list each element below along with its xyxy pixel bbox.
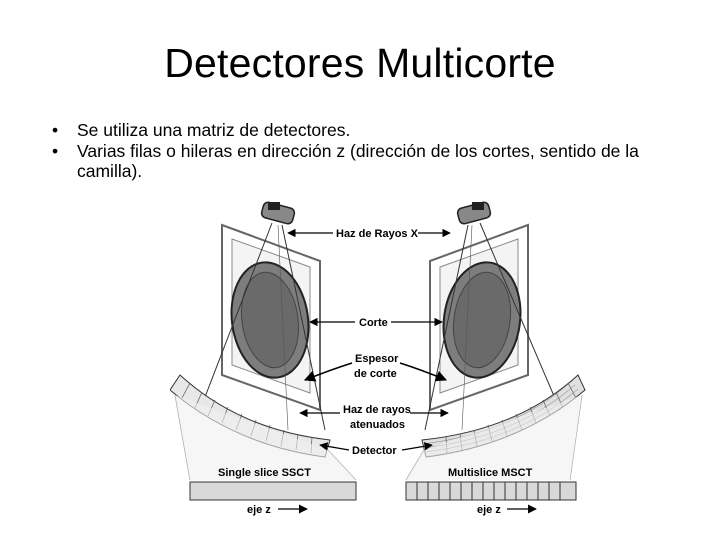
bullet-item: • Varias filas o hileras en dirección z … — [52, 141, 672, 181]
label-attenuated-1: Haz de rayos — [343, 404, 411, 416]
z-axis-right: eje z — [477, 504, 537, 516]
center-labels: Haz de Rayos X Corte Espesor de corte Ha… — [287, 228, 451, 457]
single-slice-detector-row — [189, 481, 357, 501]
label-thickness-2: de corte — [354, 368, 397, 380]
bullet-symbol: • — [52, 141, 59, 161]
label-thickness-1: Espesor — [355, 353, 399, 365]
label-multi-slice: Multislice MSCT — [448, 467, 533, 479]
ct-detector-diagram: Haz de Rayos X Corte Espesor de corte Ha… — [170, 201, 586, 516]
svg-text:eje z: eje z — [247, 504, 271, 516]
label-attenuated-2: atenuados — [350, 419, 405, 431]
left-xray-tube — [260, 201, 296, 225]
bullet-list: • Se utiliza una matriz de detectores. •… — [52, 120, 672, 182]
slide-title: Detectores Multicorte — [164, 40, 556, 86]
bullet-text: Varias filas o hileras en dirección z (d… — [77, 141, 639, 181]
label-single-slice: Single slice SSCT — [218, 467, 311, 479]
label-xray-beam: Haz de Rayos X — [336, 228, 419, 240]
multi-slice-scanner — [405, 201, 586, 501]
bullet-item: • Se utiliza una matriz de detectores. — [52, 120, 672, 140]
single-slice-scanner — [170, 201, 357, 501]
right-xray-tube — [456, 201, 492, 225]
svg-text:eje z: eje z — [477, 504, 501, 516]
label-slice: Corte — [359, 317, 388, 329]
multi-slice-detector-row — [405, 481, 577, 501]
label-detector: Detector — [352, 445, 397, 457]
z-axis-left: eje z — [247, 504, 308, 516]
bullet-text: Se utiliza una matriz de detectores. — [77, 120, 351, 140]
bullet-symbol: • — [52, 120, 59, 140]
